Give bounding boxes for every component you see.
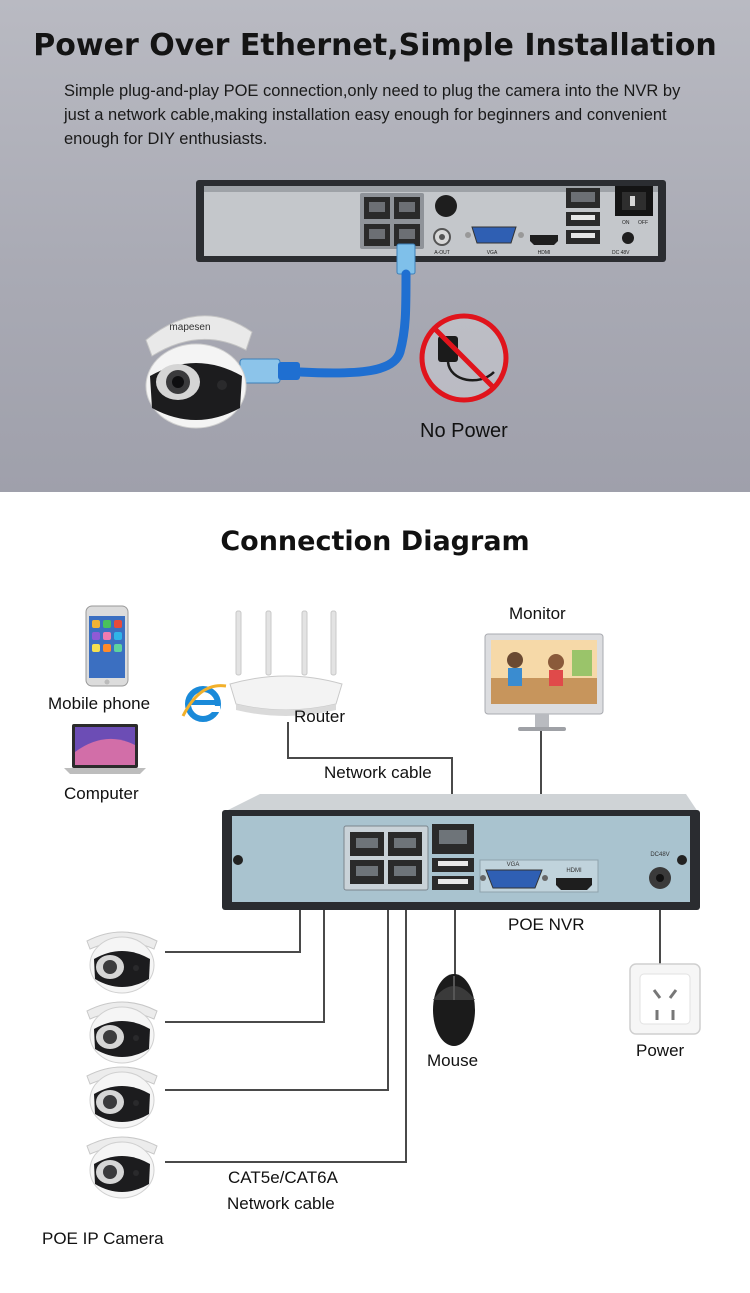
computer-label: Computer [64, 784, 139, 803]
power-socket-icon [629, 963, 701, 1035]
poe-nvr-icon: VGA HDMI DC48V [222, 794, 700, 910]
camera-wire-3 [165, 885, 389, 1091]
vga-port-label: VGA [487, 250, 498, 256]
monitor-label: Monitor [509, 604, 566, 623]
camera-wire-4 [165, 885, 407, 1163]
hero-description: Simple plug-and-play POE connection,only… [64, 82, 681, 148]
mouse-label: Mouse [427, 1051, 479, 1070]
hero-title: Power Over Ethernet,Simple Installation [33, 28, 717, 63]
nvr-dc-label: DC48V [650, 852, 669, 858]
hdmi-port [530, 235, 558, 245]
diagram-title: Connection Diagram [220, 526, 530, 557]
ip-camera-icon [86, 1066, 158, 1129]
mouse-icon [433, 974, 475, 1046]
router-label: Router [294, 707, 346, 726]
network-cable-label: Network cable [324, 763, 432, 782]
router-icon [229, 610, 343, 716]
diagram-wires [165, 722, 661, 1163]
nvr-vga-label: VGA [507, 862, 520, 868]
ip-camera-icon [86, 931, 158, 994]
off-label: OFF [638, 220, 648, 226]
power-switch [615, 186, 653, 216]
hdmi-port-label: HDMI [538, 250, 551, 256]
poe-nvr-label: POE NVR [508, 915, 585, 934]
nvr-rear-panel: A-OUT VGA HDMI [196, 180, 666, 262]
ip-camera-icon [86, 1136, 158, 1199]
hero-illustration: A-OUT VGA HDMI [145, 180, 666, 429]
poe-ip-camera-label: POE IP Camera [42, 1229, 164, 1248]
monitor-icon [484, 633, 604, 731]
computer-icon [64, 724, 146, 774]
no-power-adapter-icon [419, 313, 509, 403]
video-out-connector [435, 195, 457, 217]
power-label: Power [636, 1041, 685, 1060]
no-power-label: No Power [420, 420, 508, 442]
nvr-hdmi-label: HDMI [566, 868, 582, 874]
cat-cable-label-line1: CAT5e/CAT6A [228, 1168, 338, 1187]
lan-usb-ports [566, 188, 600, 244]
hero-camera-brand: mapesen [169, 322, 210, 333]
mobile-phone-label: Mobile phone [48, 694, 151, 713]
dc-label: DC 48V [612, 250, 630, 256]
a-out-port-label: A-OUT [434, 250, 450, 256]
vga-port [465, 226, 524, 244]
browser-icon [181, 684, 227, 722]
dc-power-jack [622, 232, 634, 244]
poe-port-group [360, 193, 424, 249]
hero-camera: mapesen [145, 315, 253, 429]
hero-section: Power Over Ethernet,Simple Installation … [0, 0, 750, 492]
on-label: ON [622, 220, 630, 226]
ip-camera-icon [86, 1001, 158, 1064]
mobile-phone-icon [85, 605, 129, 687]
cat-cable-label-line2: Network cable [227, 1194, 335, 1213]
